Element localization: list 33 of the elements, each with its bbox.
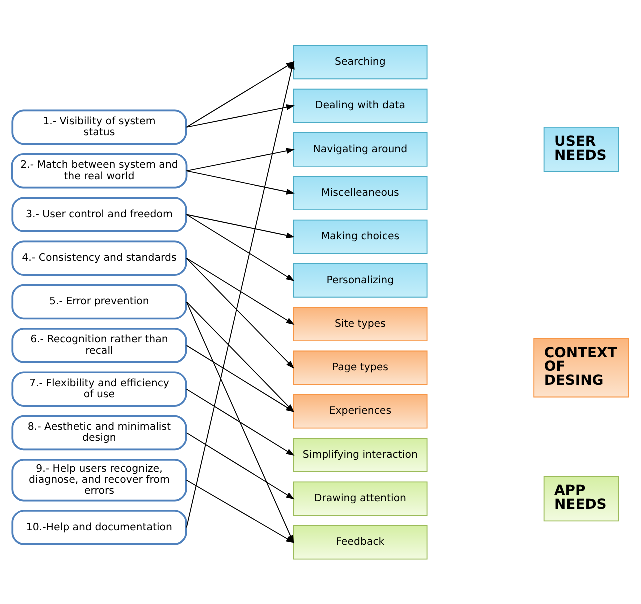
arrow <box>186 257 295 368</box>
node-box: CONTEXT OF DESING <box>534 338 630 398</box>
node-box: Personalizing <box>293 263 428 298</box>
node-box: Page types <box>293 350 428 385</box>
node-box: Navigating around <box>293 132 428 166</box>
node-box: Miscelleaneous <box>293 176 428 210</box>
node-box: Making choices <box>293 219 428 254</box>
node-box: 9.- Help users recognize, diagnose, and recover from errors <box>12 458 188 502</box>
node-box: 1.- Visibility of system status <box>12 109 188 145</box>
node-box: USER NEEDS <box>544 126 620 172</box>
node-box: Drawing attention <box>293 481 428 516</box>
arrow <box>186 170 295 194</box>
arrow <box>186 214 295 281</box>
node-box: Feedback <box>293 524 428 560</box>
node-box: Site types <box>293 306 428 341</box>
node-box: 4.- Consistency and standards <box>12 240 188 276</box>
arrow <box>186 104 295 128</box>
node-box: 7.- Flexibility and efficiency of use <box>12 371 188 406</box>
node-box: Dealing with data <box>293 88 428 123</box>
node-box: 8.- Aesthetic and minimalist design <box>12 414 188 450</box>
arrow <box>186 432 295 500</box>
node-box: 3.- User control and freedom <box>12 196 188 232</box>
node-box: 5.- Error prevention <box>12 284 188 320</box>
node-box: APP NEEDS <box>544 476 620 522</box>
node-box: Experiences <box>293 394 428 428</box>
node-box: Simplifying interaction <box>293 438 428 472</box>
arrow <box>186 214 295 238</box>
node-box: 2.- Match between system and the real world <box>11 152 188 188</box>
arrow <box>186 257 295 325</box>
arrow <box>186 148 295 172</box>
node-box: 10.-Help and documentation <box>12 510 188 545</box>
node-box: 6.- Recognition rather than recall <box>12 328 188 363</box>
node-box: Searching <box>293 44 428 80</box>
